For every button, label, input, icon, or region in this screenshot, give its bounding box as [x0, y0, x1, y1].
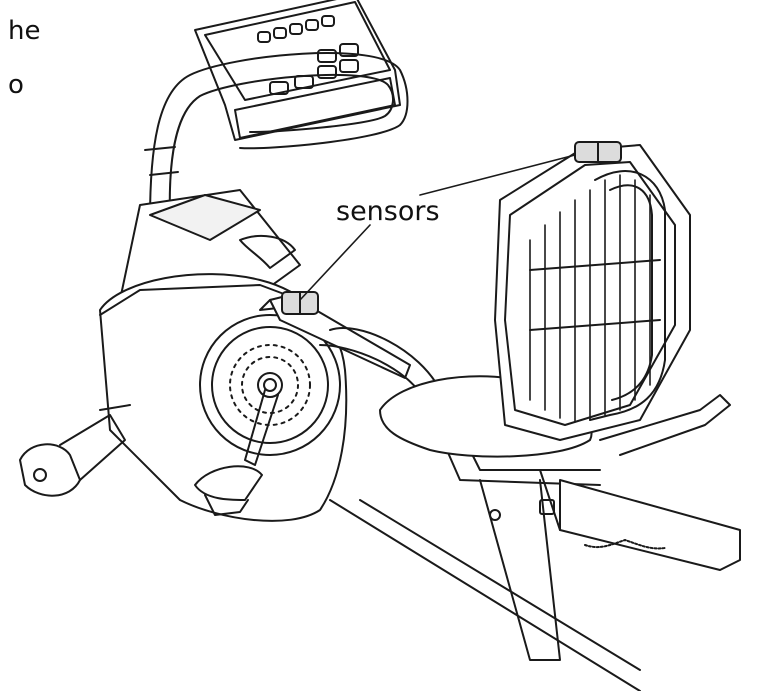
left-text-fragment-1: he [8, 16, 41, 46]
rear-handle [529, 170, 666, 421]
leader-line-to-seatback-sensor [419, 154, 576, 196]
left-text-fragment-2: o [8, 70, 24, 100]
rear-stabilizer [489, 394, 741, 571]
console [194, 0, 401, 141]
sensors-callout-label: sensors [336, 196, 440, 227]
flywheel-housing [99, 273, 348, 522]
handlebar-loop [144, 52, 409, 221]
left-side-handle [269, 291, 411, 379]
leader-line-to-handle-sensor [299, 224, 371, 301]
seat-back [494, 141, 691, 441]
callout-leader-lines [299, 154, 576, 301]
front-stabilizer [19, 404, 131, 497]
